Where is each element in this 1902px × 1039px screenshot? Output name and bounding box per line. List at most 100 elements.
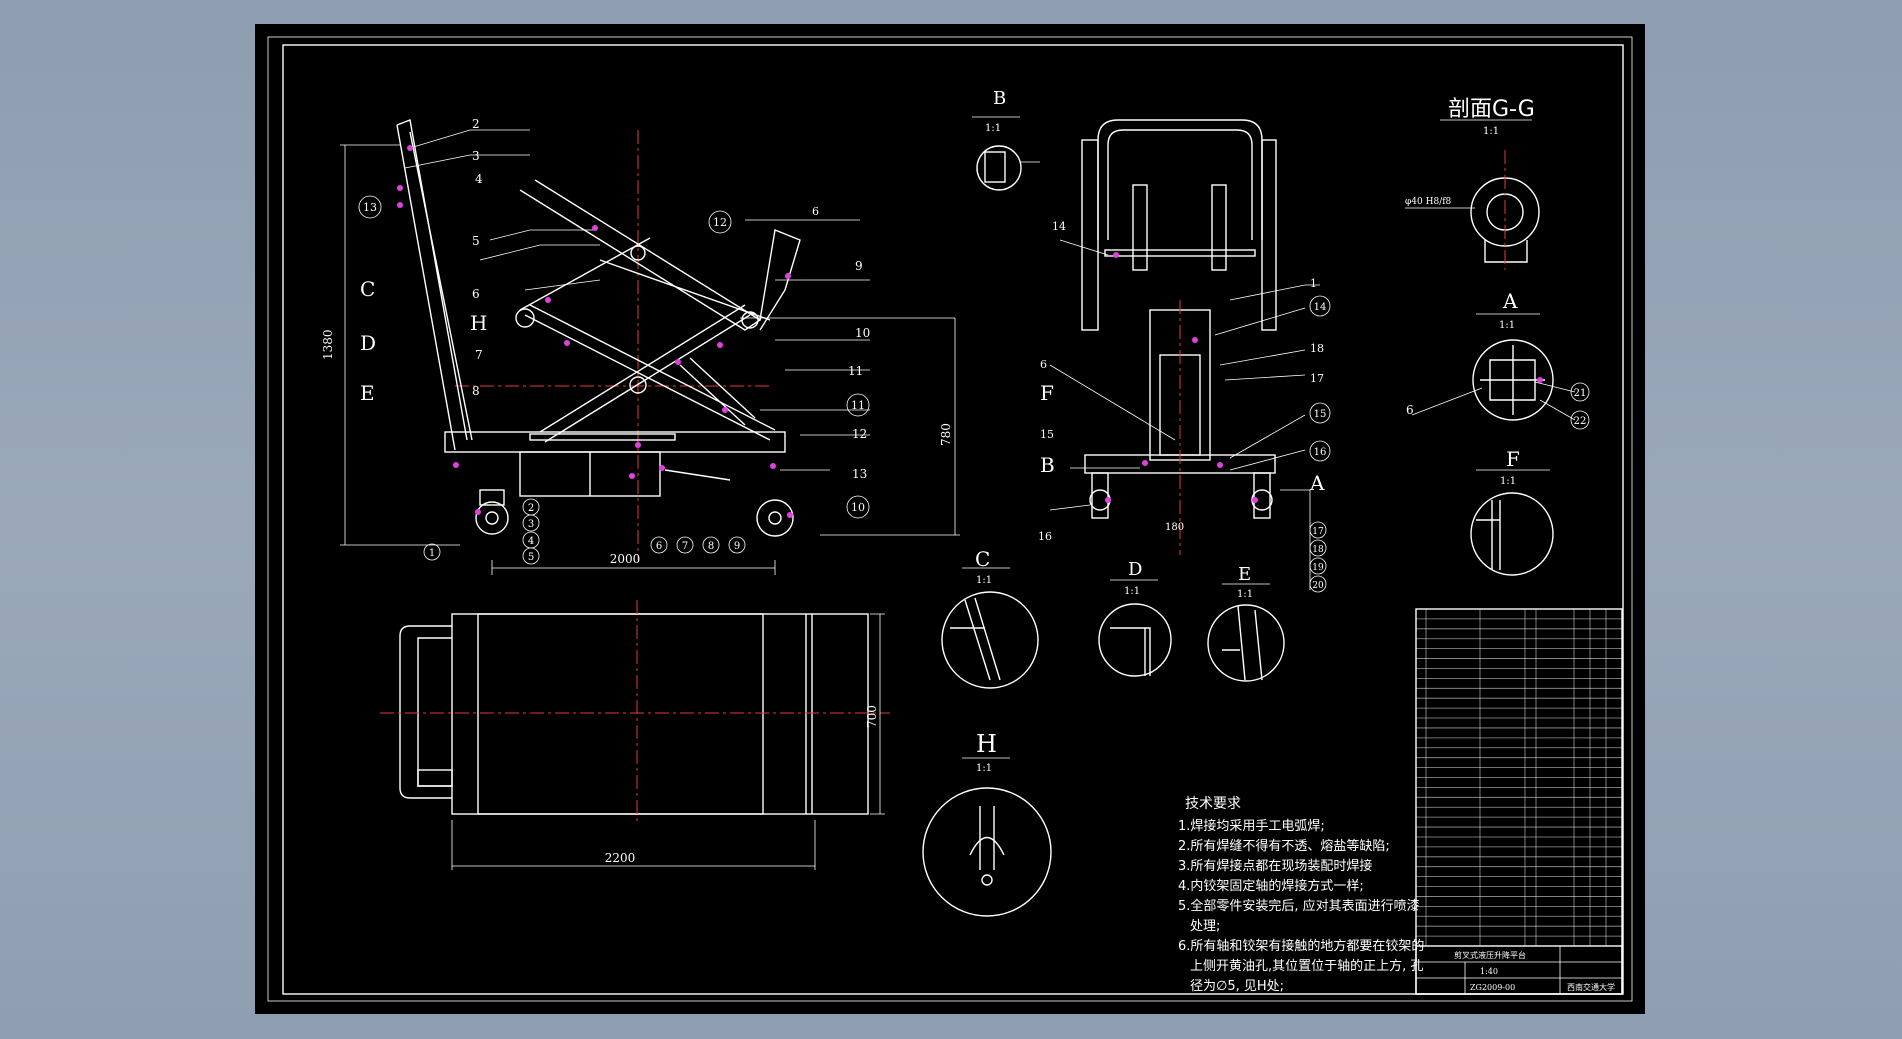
tech-item-6: 6.所有轴和铰架有接触的地方都要在铰架的 <box>1178 938 1424 954</box>
section-GG-fit: φ40 H8/f8 <box>1405 197 1452 207</box>
side-part-18: 18 <box>1310 342 1324 355</box>
circled-10: 10 <box>846 495 870 519</box>
detail-A <box>1411 313 1576 421</box>
circled-1: 1 <box>423 543 441 561</box>
detail-F-scale: 1:1 <box>1500 476 1516 487</box>
part-number-2: 2 <box>472 117 480 131</box>
side-circled-16: 16 <box>1309 440 1331 462</box>
part-number-13: 13 <box>852 467 867 481</box>
detail-F-label: F <box>1506 447 1520 471</box>
svg-text:10: 10 <box>851 501 865 514</box>
detail-A-label: A <box>1502 289 1518 313</box>
circled-11: 11 <box>846 393 870 417</box>
svg-text:11: 11 <box>851 399 865 412</box>
detail-A-circled-21: 21 <box>1570 382 1590 402</box>
detail-H <box>922 757 1052 917</box>
part-number-4: 4 <box>475 172 483 186</box>
svg-text:18: 18 <box>1312 545 1324 555</box>
callout-C: C <box>360 277 375 301</box>
tech-requirements: 技术要求 1.焊接均采用手工电弧焊; 2.所有焊缝不得有不透、熔盐等缺陷; 3.… <box>1178 796 1424 994</box>
side-circled-15: 15 <box>1309 402 1331 424</box>
detail-B-label: B <box>993 88 1006 109</box>
detail-H-scale: 1:1 <box>976 763 992 774</box>
svg-text:20: 20 <box>1312 581 1324 591</box>
svg-text:22: 22 <box>1574 416 1587 427</box>
side-circled-17: 17 <box>1309 521 1327 539</box>
detail-E <box>1207 583 1285 682</box>
detail-F <box>1470 469 1554 576</box>
sheet <box>255 24 1645 1014</box>
side-part-17: 17 <box>1310 372 1324 385</box>
dim-height: 1380 <box>321 329 335 360</box>
section-GG-scale: 1:1 <box>1483 126 1499 137</box>
weld-label: 6 <box>812 205 819 218</box>
part-number-9: 9 <box>855 259 863 273</box>
circled-12: 12 <box>708 210 732 234</box>
side-part-14: 14 <box>1052 220 1066 233</box>
tech-item-1: 1.焊接均采用手工电弧焊; <box>1178 818 1325 834</box>
side-weld-label: 6 <box>1040 358 1047 371</box>
part-number-10: 10 <box>855 326 870 340</box>
tech-item-5: 5.全部零件安装完后, 应对其表面进行喷漆 <box>1178 898 1420 914</box>
circled-5: 5 <box>522 547 540 565</box>
svg-text:3: 3 <box>528 519 534 530</box>
side-circled-14: 14 <box>1309 295 1331 317</box>
title-school: 西南交通大学 <box>1567 982 1615 992</box>
callout-D: D <box>360 331 376 355</box>
tech-item-2: 2.所有焊缝不得有不透、熔盐等缺陷; <box>1178 838 1390 854</box>
part-number-6: 6 <box>472 287 480 301</box>
part-number-12: 12 <box>852 427 867 441</box>
side-callout-B: B <box>1040 453 1055 477</box>
detail-D-label: D <box>1128 559 1142 580</box>
svg-text:1: 1 <box>429 548 435 559</box>
svg-text:6: 6 <box>656 541 662 552</box>
detail-D-scale: 1:1 <box>1124 586 1140 597</box>
tech-item-3: 3.所有焊接点都在现场装配时焊接 <box>1178 858 1372 874</box>
svg-text:15: 15 <box>1314 409 1327 420</box>
circled-9: 9 <box>728 536 746 554</box>
title-scale: 1:40 <box>1480 967 1498 976</box>
part-number-5: 5 <box>472 234 480 248</box>
svg-text:19: 19 <box>1312 563 1324 573</box>
svg-text:4: 4 <box>528 536 534 547</box>
title-sheet-no: ZG2009-00 <box>1470 983 1515 992</box>
detail-B-scale: 1:1 <box>985 123 1001 134</box>
dim-lift: 780 <box>939 423 953 446</box>
circled-3: 3 <box>522 514 540 532</box>
detail-C-scale: 1:1 <box>976 575 992 586</box>
side-circled-19: 19 <box>1309 557 1327 575</box>
tech-item-4: 4.内铰架固定轴的焊接方式一样; <box>1178 878 1364 894</box>
dim-length: 2000 <box>610 552 641 566</box>
dim-plan-width: 700 <box>865 705 879 728</box>
part-number-8: 8 <box>472 384 480 398</box>
svg-text:14: 14 <box>1314 302 1327 313</box>
dim-plan-length: 2200 <box>605 851 636 865</box>
svg-text:16: 16 <box>1314 447 1327 458</box>
title-drawing-name: 剪叉式液压升降平台 <box>1454 950 1526 960</box>
part-number-11: 11 <box>848 364 863 378</box>
circled-6: 6 <box>650 536 668 554</box>
part-number-7: 7 <box>475 348 483 362</box>
detail-E-label: E <box>1238 564 1251 585</box>
title-block: 剪叉式液压升降平台 1:40 ZG2009-00 西南交通大学 <box>1415 945 1623 995</box>
side-part-16: 16 <box>1038 530 1052 543</box>
svg-text:17: 17 <box>1312 527 1324 537</box>
side-part-1: 1 <box>1310 277 1317 290</box>
outer-border <box>267 36 1633 1002</box>
svg-text:5: 5 <box>528 552 534 563</box>
circled-13: 13 <box>358 195 382 219</box>
tech-title: 技术要求 <box>1185 796 1241 812</box>
plan-view <box>380 600 890 870</box>
tech-item-6c: 径为∅5, 见H处; <box>1190 979 1284 994</box>
tech-item-6b: 上侧开黄油孔,其位置位于轴的正上方, 孔 <box>1190 958 1423 974</box>
main-front-view <box>340 119 960 575</box>
svg-text:7: 7 <box>682 541 688 552</box>
circled-8: 8 <box>702 536 720 554</box>
parts-list-table <box>1415 608 1623 995</box>
detail-C <box>941 567 1039 689</box>
svg-text:8: 8 <box>708 541 714 552</box>
detail-A-weld: 6 <box>1406 403 1414 417</box>
side-dim: 180 <box>1165 522 1184 533</box>
